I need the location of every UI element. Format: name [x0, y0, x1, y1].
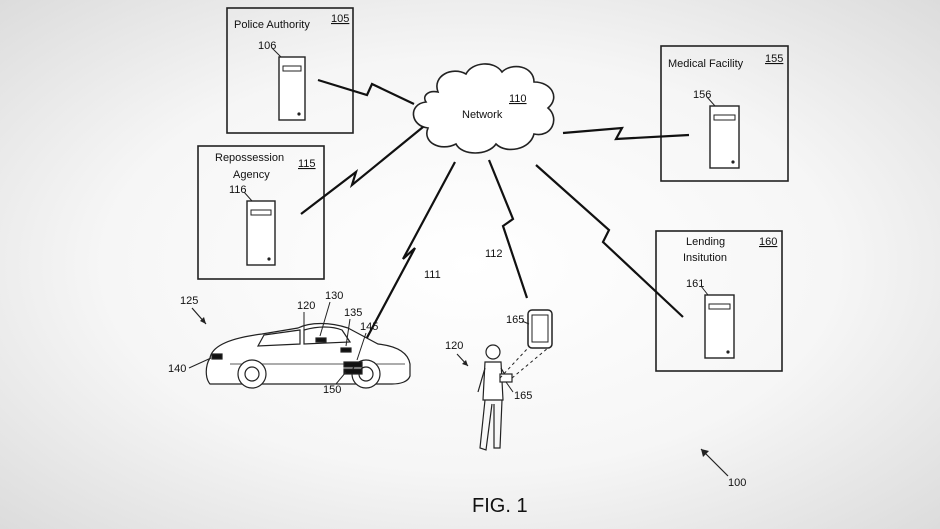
- lending-label-line2: Insitution: [683, 252, 727, 264]
- vehicle: [205, 322, 411, 389]
- person-ref: 120: [445, 340, 463, 352]
- vehicle-module-130: [315, 337, 327, 343]
- person-figure: [477, 344, 513, 451]
- medical-facility-ref: 155: [765, 53, 783, 65]
- vehicle-part-130-ref: 130: [325, 290, 343, 302]
- vehicle-part-120-ref: 120: [297, 300, 315, 312]
- vehicle-module-135: [340, 347, 352, 353]
- link-police-network: [317, 78, 415, 105]
- vehicle-module-140: [211, 353, 223, 360]
- smartphone-ref: 165: [506, 314, 524, 326]
- lending-label-line1: Lending: [686, 236, 725, 248]
- figure-caption: FIG. 1: [472, 495, 528, 517]
- police-authority-label: Police Authority: [234, 19, 310, 31]
- vehicle-module-145: [343, 361, 363, 368]
- vehicle-part-150-ref: 150: [323, 384, 341, 396]
- link-vehicle-network: [361, 161, 456, 348]
- repossession-label-line1: Repossession: [215, 152, 284, 164]
- police-authority-box: Police Authority 105 106: [226, 7, 354, 134]
- link-lending-network: [535, 164, 684, 318]
- system-ref: 100: [728, 477, 746, 489]
- police-server-icon: [278, 56, 306, 121]
- system-ref-arrow: [700, 448, 729, 477]
- lending-institution-box: Lending Insitution 160 161: [655, 230, 783, 372]
- phone-link-ref: 112: [485, 248, 503, 260]
- medical-facility-label: Medical Facility: [668, 58, 744, 70]
- repossession-server-ref: 116: [229, 184, 247, 196]
- link-medical-network: [562, 126, 690, 141]
- vehicle-ref: 125: [180, 295, 198, 307]
- lending-server-ref: 161: [686, 278, 704, 290]
- medical-facility-box: Medical Facility 155 156: [660, 45, 789, 182]
- network-cloud: Network 110: [412, 63, 555, 154]
- police-authority-ref: 105: [331, 13, 349, 25]
- repossession-ref: 115: [298, 158, 316, 170]
- link-repo-network: [300, 126, 424, 215]
- link-phone-network: [487, 159, 529, 299]
- vehicle-part-140-ref: 140: [168, 363, 186, 375]
- repossession-agency-box: Repossession Agency 115 116: [197, 145, 325, 280]
- lending-ref: 160: [759, 236, 777, 248]
- medical-server-icon: [709, 105, 740, 169]
- smartphone-icon: [527, 309, 553, 349]
- person-device-ref: 165: [514, 390, 532, 402]
- lending-server-icon: [704, 294, 735, 359]
- police-server-ref: 106: [258, 40, 276, 52]
- vehicle-link-ref: 111: [424, 269, 441, 281]
- repossession-server-icon: [246, 200, 276, 266]
- vehicle-module-150: [343, 368, 363, 375]
- handheld-device-icon: [499, 373, 513, 383]
- network-ref: 110: [509, 93, 527, 105]
- vehicle-part-145-ref: 145: [360, 321, 378, 333]
- vehicle-part-135-ref: 135: [344, 307, 362, 319]
- repossession-label-line2: Agency: [233, 169, 270, 181]
- medical-server-ref: 156: [693, 89, 711, 101]
- network-label: Network: [462, 109, 503, 121]
